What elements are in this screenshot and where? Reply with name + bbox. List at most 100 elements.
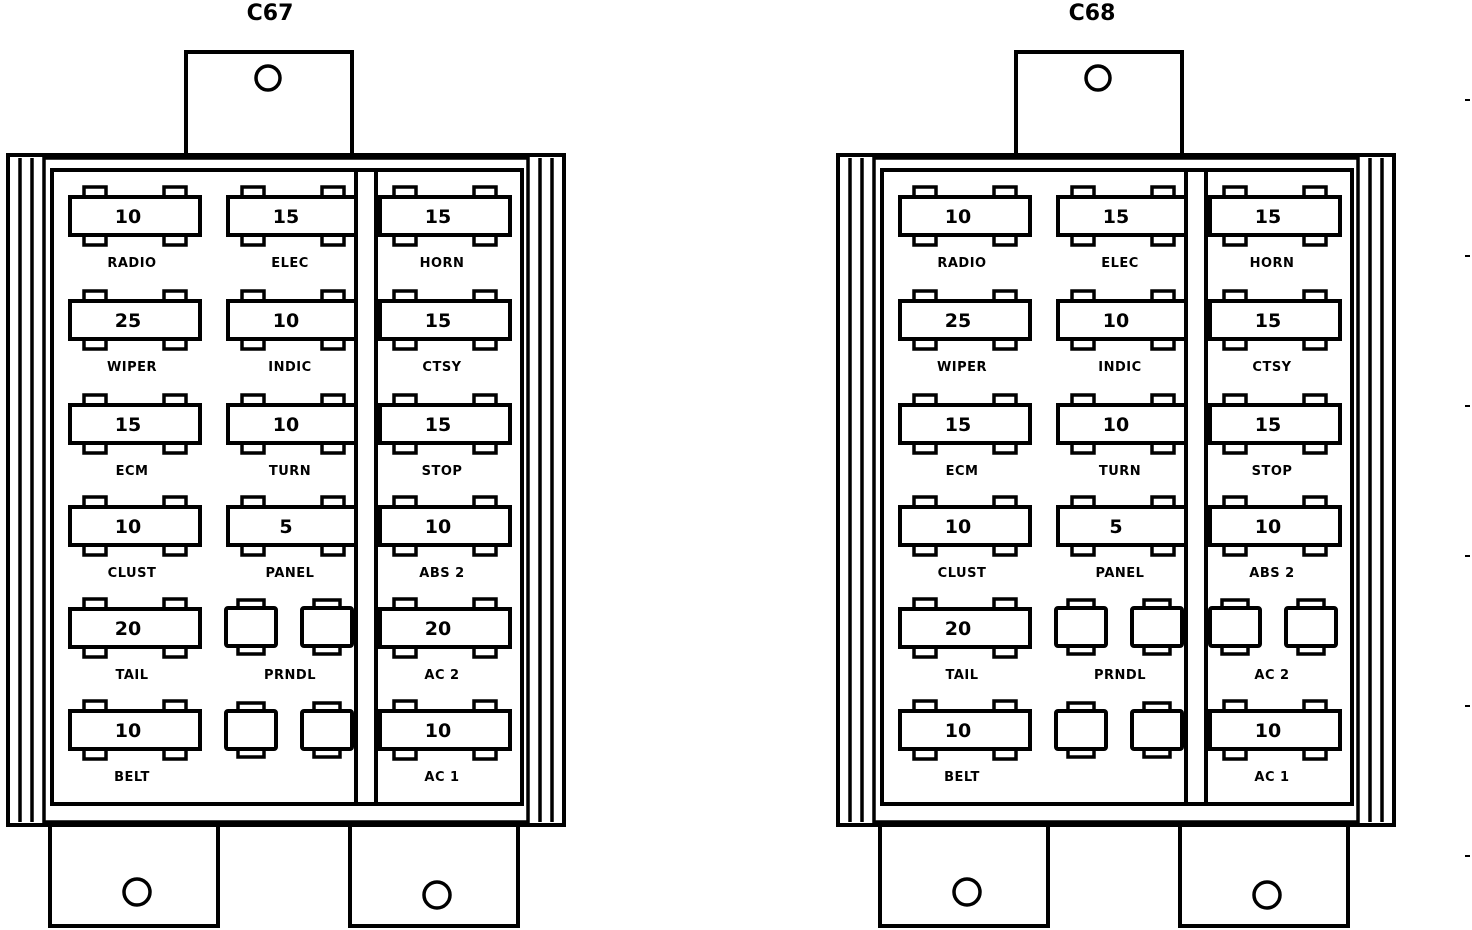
fuse: 10 xyxy=(1056,289,1190,351)
fuse: 10 xyxy=(226,289,360,351)
fuse: 25 xyxy=(68,289,202,351)
fuse-label: PRNDL xyxy=(1094,668,1146,683)
relay-socket xyxy=(1054,606,1108,648)
panel-title: C67 xyxy=(247,1,294,26)
fuse-label: HORN xyxy=(420,256,465,271)
fuse-label: ECM xyxy=(946,464,979,479)
top-mounting-tab xyxy=(1014,50,1184,158)
divider-strip xyxy=(1187,172,1205,802)
fuse-body xyxy=(1208,709,1342,751)
fuse-body xyxy=(1208,505,1342,547)
relay-socket-pair xyxy=(1054,701,1184,759)
fuse-label: INDIC xyxy=(268,360,311,375)
relay-socket xyxy=(224,709,278,751)
fuse: 10 xyxy=(68,699,202,761)
relay-socket-pair xyxy=(1208,598,1338,656)
fuse-body xyxy=(1208,195,1342,237)
mounting-hole xyxy=(422,880,452,910)
bottom-left-tab xyxy=(48,822,220,928)
fuse-value: 10 xyxy=(115,516,141,538)
mounting-hole xyxy=(1252,880,1282,910)
fuse: 15 xyxy=(378,289,512,351)
fuse-value: 20 xyxy=(945,618,971,640)
fuse-label: AC 1 xyxy=(1254,770,1289,785)
fuse: 10 xyxy=(898,699,1032,761)
fuse-label: WIPER xyxy=(107,360,157,375)
fuse-label: AC 1 xyxy=(424,770,459,785)
fuse-body xyxy=(378,505,512,547)
fuse-value: 10 xyxy=(273,414,299,436)
fuse-value: 10 xyxy=(1103,414,1129,436)
fuse-value: 10 xyxy=(945,720,971,742)
fuse-label: ELEC xyxy=(271,256,309,271)
housing-inner-frame xyxy=(872,156,1360,824)
fuse-body xyxy=(898,195,1032,237)
fuse-label: RADIO xyxy=(107,256,156,271)
fuse-value: 15 xyxy=(1255,206,1281,228)
mounting-hole xyxy=(254,64,282,92)
fuse-body xyxy=(68,195,202,237)
relay-socket xyxy=(300,709,354,751)
fuse-value: 10 xyxy=(945,516,971,538)
bottom-right-tab xyxy=(1178,822,1350,928)
fuse-block-c67: C6710RADIO25WIPER15ECM10CLUST20TAIL10BEL… xyxy=(6,1,566,928)
fuse: 15 xyxy=(378,393,512,455)
fuse-value: 20 xyxy=(115,618,141,640)
fuse-body xyxy=(68,607,202,649)
fuse-value: 10 xyxy=(945,206,971,228)
mounting-hole xyxy=(1084,64,1112,92)
fuse-plate xyxy=(880,168,1354,806)
fuse-label: CLUST xyxy=(108,566,157,581)
fuse-value: 10 xyxy=(1103,310,1129,332)
fuse-block-c68: C6810RADIO25WIPER15ECM10CLUST20TAIL10BEL… xyxy=(836,1,1396,928)
fuse: 20 xyxy=(378,597,512,659)
fuse-value: 5 xyxy=(1109,516,1122,538)
fuse: 15 xyxy=(68,393,202,455)
relay-socket xyxy=(1284,606,1338,648)
fuse-label: ABS 2 xyxy=(1249,566,1294,581)
fuse-label: TAIL xyxy=(945,668,978,683)
fuse-label: STOP xyxy=(1252,464,1293,479)
housing-inner-frame xyxy=(42,156,530,824)
fuse-body xyxy=(378,403,512,445)
fuse-value: 10 xyxy=(115,206,141,228)
relay-socket-pair xyxy=(224,598,354,656)
fuse: 10 xyxy=(226,393,360,455)
fuse-value: 10 xyxy=(1255,516,1281,538)
fuse: 10 xyxy=(1208,495,1342,557)
fuse-value: 15 xyxy=(425,414,451,436)
fuse-label: BELT xyxy=(944,770,980,785)
fuse-body xyxy=(226,505,360,547)
fuse-value: 10 xyxy=(1255,720,1281,742)
fuse-label: TURN xyxy=(1099,464,1141,479)
fuse: 15 xyxy=(226,185,360,247)
fuse-label: WIPER xyxy=(937,360,987,375)
fuse-value: 15 xyxy=(425,206,451,228)
fuse-label: TAIL xyxy=(115,668,148,683)
fuse-value: 25 xyxy=(115,310,141,332)
fuse-label: PANEL xyxy=(1096,566,1145,581)
fuse-body xyxy=(1056,403,1190,445)
relay-socket xyxy=(224,606,278,648)
fuse-body xyxy=(68,505,202,547)
fuse-value: 5 xyxy=(279,516,292,538)
fuse-label: RADIO xyxy=(937,256,986,271)
fuse-body xyxy=(378,709,512,751)
relay-socket xyxy=(1130,606,1184,648)
relay-socket xyxy=(300,606,354,648)
fuse-body xyxy=(898,299,1032,341)
fuse-body xyxy=(68,403,202,445)
fuse-plate xyxy=(50,168,524,806)
fuse: 10 xyxy=(68,185,202,247)
fuse-value: 15 xyxy=(1255,310,1281,332)
relay-socket-pair xyxy=(224,701,354,759)
fuse-label: HORN xyxy=(1250,256,1295,271)
fuse-body xyxy=(1208,403,1342,445)
fuse: 10 xyxy=(898,495,1032,557)
fuse-value: 15 xyxy=(945,414,971,436)
fuse-label: BELT xyxy=(114,770,150,785)
fuse-value: 25 xyxy=(945,310,971,332)
fuse-body xyxy=(378,299,512,341)
fuse-value: 10 xyxy=(273,310,299,332)
